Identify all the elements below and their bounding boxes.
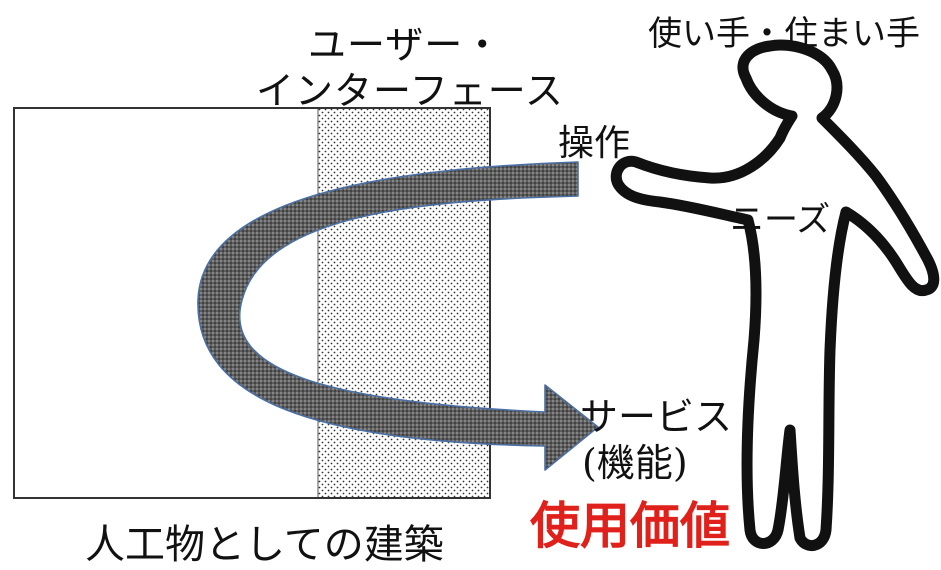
- user-interface-label-line2: インターフェース: [256, 69, 564, 113]
- diagram-canvas: [13, 39, 940, 551]
- human-figure: [610, 39, 940, 551]
- service-label-line1: サービス: [580, 395, 733, 439]
- use-value-label: 使用価値: [530, 497, 730, 555]
- needs-label: ニーズ: [730, 200, 831, 240]
- architecture-label: 人工物としての建築: [85, 522, 444, 568]
- operation-label: 操作: [558, 123, 631, 164]
- service-label-line2: (機能): [582, 441, 688, 485]
- operation-service-arrow: [197, 161, 599, 471]
- user-label: 使い手・住まい手: [648, 14, 920, 54]
- user-interface-label-line1: ユーザー・: [308, 23, 503, 67]
